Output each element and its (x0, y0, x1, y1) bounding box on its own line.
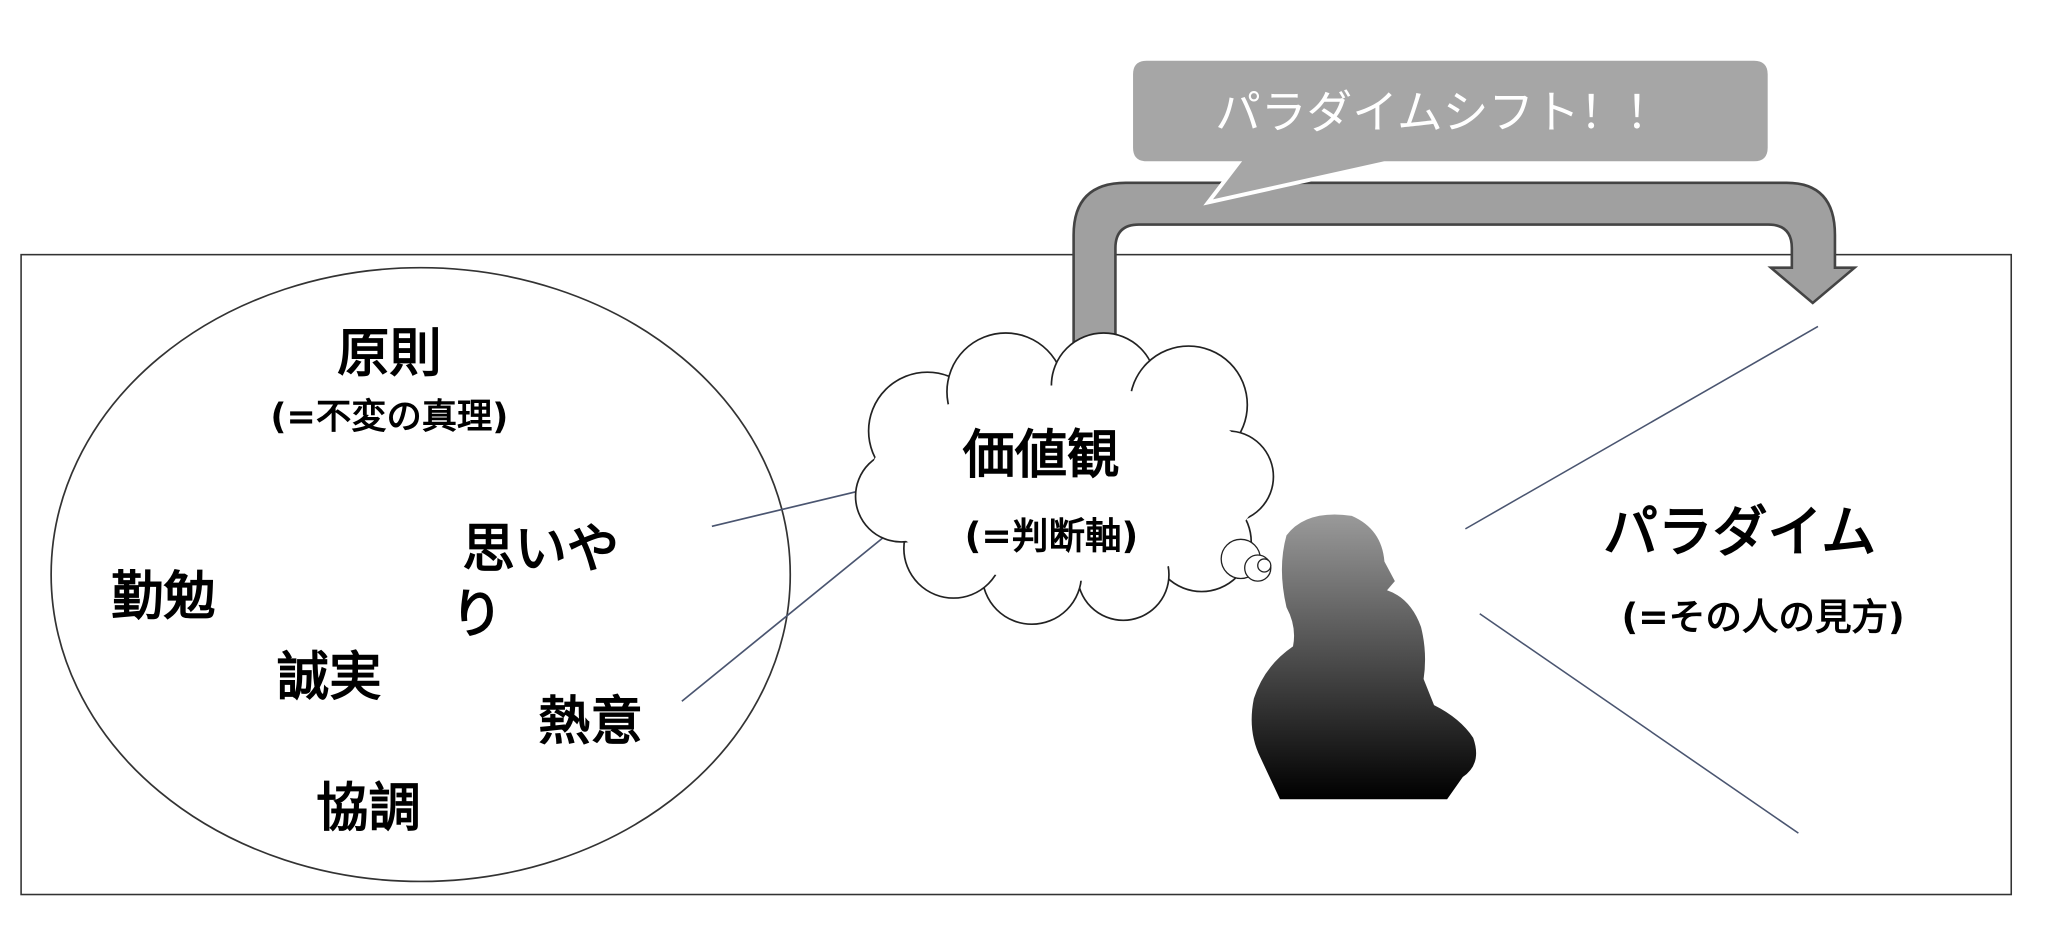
view-line (1479, 613, 1799, 834)
principle-item: 熱意 (538, 692, 642, 752)
principle-item: 勤勉 (111, 567, 215, 627)
principle-item: 思いや (463, 520, 620, 580)
paradigm-shift-callout (1129, 56, 1772, 206)
thinking-person-silhouette (1251, 514, 1477, 800)
callout-text: パラダイムシフト！！ (1215, 86, 1671, 139)
principle-item: 誠実 (277, 648, 381, 708)
values-title: 価値観 (962, 426, 1120, 486)
paradigm-shift-arrow (1072, 181, 1859, 348)
paradigm-subtitle: (=その人の見方) (1621, 595, 1904, 638)
principles-subtitle: (=不変の真理) (270, 396, 508, 437)
principle-item: り (451, 585, 503, 645)
values-subtitle: (=判断軸) (965, 514, 1139, 557)
principles-ellipse (50, 266, 792, 883)
arrow-to-values (681, 518, 907, 702)
thought-bubble (1257, 558, 1272, 573)
principles-title: 原則 (337, 324, 441, 384)
principle-item: 協調 (316, 778, 420, 838)
paradigm-title: パラダイム (1603, 500, 1876, 564)
view-line (1464, 325, 1819, 530)
